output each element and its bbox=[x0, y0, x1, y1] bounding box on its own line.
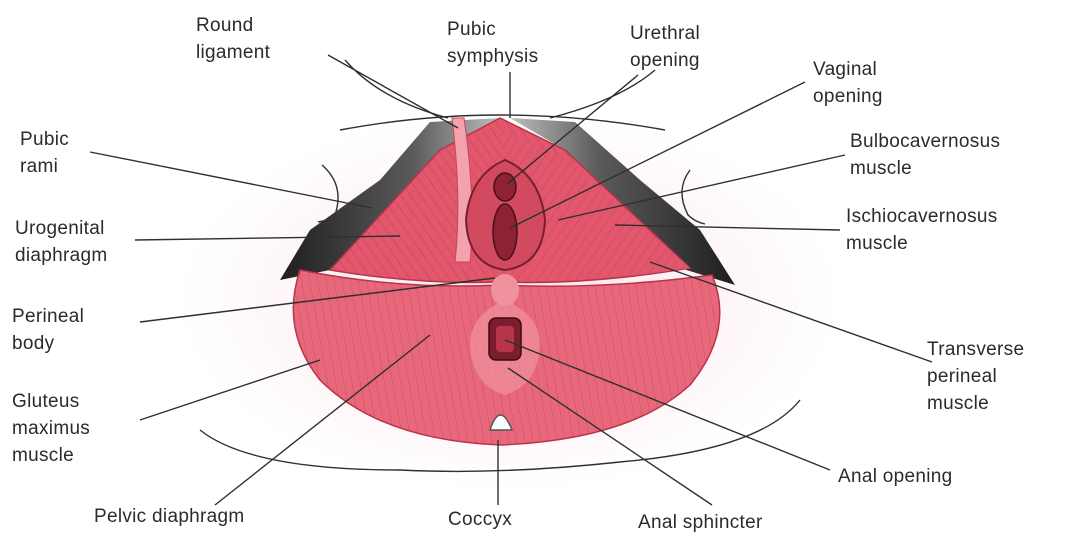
labia-curve-right bbox=[550, 70, 655, 118]
label-gluteus-maximus-line2: maximus bbox=[12, 418, 90, 439]
label-pubic-symphysis-line1: Pubic bbox=[447, 19, 496, 40]
label-vaginal-opening-line2: opening bbox=[813, 86, 883, 107]
label-gluteus-maximus-line1: Gluteus bbox=[12, 391, 80, 412]
label-pubic-rami-line2: rami bbox=[20, 156, 58, 177]
label-anal-opening: Anal opening bbox=[838, 466, 953, 487]
label-bulbocavernosus-line2: muscle bbox=[850, 158, 912, 179]
label-round-ligament-line2: ligament bbox=[196, 42, 271, 63]
label-perineal-body: Perineal body bbox=[12, 306, 84, 354]
label-round-ligament-line1: Round bbox=[196, 15, 254, 36]
label-ischiocavernosus: Ischiocavernosus muscle bbox=[846, 206, 998, 254]
label-transverse-perineal: Transverse perineal muscle bbox=[927, 339, 1024, 414]
label-transverse-perineal-line3: muscle bbox=[927, 393, 989, 414]
label-urogenital-diaphragm: Urogenital diaphragm bbox=[15, 218, 107, 266]
label-round-ligament: Round ligament bbox=[196, 15, 271, 63]
label-perineal-body-line1: Perineal bbox=[12, 306, 84, 327]
label-urogenital-diaphragm-line2: diaphragm bbox=[15, 245, 107, 266]
label-bulbocavernosus: Bulbocavernosus muscle bbox=[850, 131, 1000, 179]
label-pubic-rami-line1: Pubic bbox=[20, 129, 69, 150]
anal-opening-inner bbox=[496, 326, 514, 352]
label-transverse-perineal-line2: perineal bbox=[927, 366, 997, 387]
label-ischiocavernosus-line1: Ischiocavernosus bbox=[846, 206, 998, 227]
urethral-opening-shape bbox=[494, 173, 516, 201]
label-perineal-body-line2: body bbox=[12, 333, 55, 354]
label-coccyx: Coccyx bbox=[448, 509, 512, 530]
label-transverse-perineal-line1: Transverse bbox=[927, 339, 1024, 360]
label-gluteus-maximus: Gluteus maximus muscle bbox=[12, 391, 90, 466]
leader-round-ligament bbox=[328, 55, 458, 128]
label-urethral-opening: Urethral opening bbox=[630, 23, 700, 71]
label-gluteus-maximus-line3: muscle bbox=[12, 445, 74, 466]
label-urogenital-diaphragm-line1: Urogenital bbox=[15, 218, 105, 239]
vaginal-opening-shape bbox=[493, 204, 517, 260]
label-vaginal-opening: Vaginal opening bbox=[813, 59, 883, 107]
label-urethral-opening-line1: Urethral bbox=[630, 23, 700, 44]
label-bulbocavernosus-line1: Bulbocavernosus bbox=[850, 131, 1000, 152]
labia-curve-left bbox=[345, 60, 448, 118]
label-pubic-symphysis: Pubic symphysis bbox=[447, 19, 538, 67]
label-pubic-symphysis-line2: symphysis bbox=[447, 46, 538, 67]
label-pelvic-diaphragm: Pelvic diaphragm bbox=[94, 506, 245, 527]
label-pubic-rami: Pubic rami bbox=[20, 129, 69, 177]
label-urethral-opening-line2: opening bbox=[630, 50, 700, 71]
label-anal-sphincter: Anal sphincter bbox=[638, 512, 763, 533]
label-vaginal-opening-line1: Vaginal bbox=[813, 59, 877, 80]
label-ischiocavernosus-line2: muscle bbox=[846, 233, 908, 254]
